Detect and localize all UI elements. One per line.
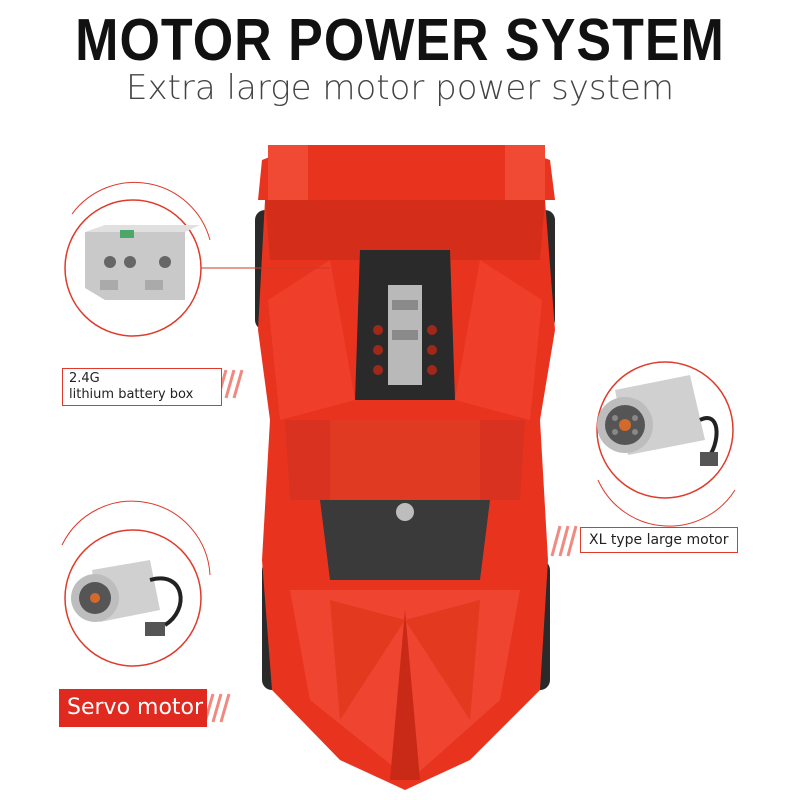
xl-motor-callout xyxy=(550,361,736,557)
xl-motor-label: XL type large motor xyxy=(580,527,738,553)
servo-motor-icon xyxy=(71,560,183,636)
servo-motor-callout xyxy=(61,500,231,723)
servo-motor-label: Servo motor xyxy=(59,689,207,727)
battery-label-line-1: 2.4G xyxy=(69,371,100,386)
page-title: MOTOR POWER SYSTEM xyxy=(75,7,725,74)
decor-stripes xyxy=(203,693,231,723)
battery-label-line-2: lithium battery box xyxy=(69,387,194,402)
decor-stripes xyxy=(550,525,578,557)
battery-callout xyxy=(64,181,330,399)
battery-label: 2.4G lithium battery box xyxy=(62,368,222,406)
xl-motor-icon xyxy=(597,375,719,466)
battery-box-icon xyxy=(85,225,200,300)
page-subtitle: Extra large motor power system xyxy=(125,68,674,108)
red-sports-car-model xyxy=(255,145,555,790)
